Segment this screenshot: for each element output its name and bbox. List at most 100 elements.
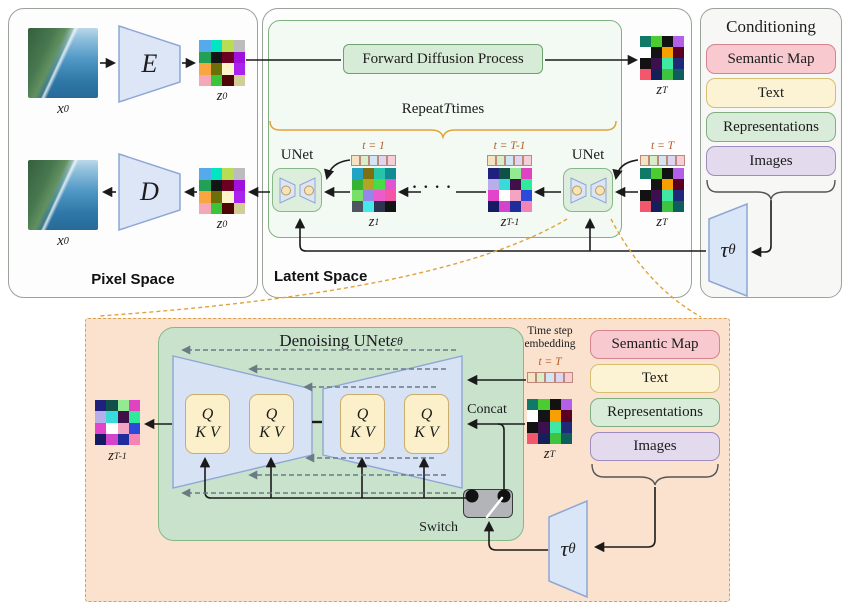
grid-cell xyxy=(538,410,550,422)
grid-cell xyxy=(233,63,245,75)
grid-cell xyxy=(374,179,385,190)
grid-cell xyxy=(385,179,396,190)
latent-grid-zT-input xyxy=(527,399,572,444)
grid-cell xyxy=(385,201,396,212)
latent-grid-z0-top xyxy=(199,40,245,86)
grid-cell xyxy=(374,201,385,212)
grid-cell xyxy=(560,421,572,433)
conditioning-text: Text xyxy=(706,78,836,108)
grid-cell xyxy=(538,421,550,433)
grid-cell xyxy=(222,74,234,86)
grid-cell xyxy=(210,179,222,191)
conditioning-representations: Representations xyxy=(706,112,836,142)
grid-cell xyxy=(527,421,539,433)
decoder-trapezoid xyxy=(118,152,181,232)
grid-cell xyxy=(538,432,550,444)
tT-label: t = T xyxy=(650,140,675,152)
grid-cell xyxy=(210,63,222,75)
grid-cell xyxy=(199,179,211,191)
grid-cell xyxy=(222,202,234,214)
tau-encoder-trapezoid-detail xyxy=(548,499,588,599)
grid-cell xyxy=(673,36,684,47)
grid-cell xyxy=(549,432,561,444)
detail-text: Text xyxy=(590,364,720,393)
grid-cell xyxy=(527,372,537,383)
grid-cell xyxy=(106,411,118,423)
grid-cell xyxy=(210,74,222,86)
grid-cell xyxy=(640,47,651,58)
grid-cell xyxy=(667,155,676,166)
latent-grid-z1 xyxy=(352,168,396,212)
grid-cell xyxy=(360,155,369,166)
unet-decoder-icon xyxy=(590,176,606,204)
grid-cell xyxy=(538,399,550,411)
grid-cell xyxy=(378,155,387,166)
time-step-label-line2: embedding xyxy=(524,337,576,350)
grid-cell xyxy=(369,155,378,166)
detail-representations: Representations xyxy=(590,398,720,427)
grid-cell xyxy=(363,190,374,201)
pixel-space-title: Pixel Space xyxy=(91,270,175,288)
grid-cell xyxy=(233,40,245,52)
conditioning-title: Conditioning xyxy=(726,17,816,36)
grid-cell xyxy=(233,191,245,203)
latent-grid-zT-top xyxy=(640,36,684,80)
grid-cell xyxy=(222,51,234,63)
t1-label: t = 1 xyxy=(362,140,385,152)
grid-cell xyxy=(352,201,363,212)
output-image xyxy=(28,160,98,230)
grid-cell xyxy=(117,411,129,423)
grid-cell xyxy=(499,179,510,190)
grid-cell xyxy=(545,372,555,383)
grid-cell xyxy=(560,432,572,444)
latent-grid-zT-mid xyxy=(640,168,684,212)
grid-cell xyxy=(662,36,673,47)
unet-decoder-icon xyxy=(299,176,315,204)
tT-embed-label: t = T xyxy=(538,356,562,368)
grid-cell xyxy=(662,69,673,80)
grid-cell xyxy=(662,179,673,190)
time-step-label-line1: Time step xyxy=(527,324,573,337)
forward-diffusion-box: Forward Diffusion Process xyxy=(343,44,543,74)
concat-label: Concat xyxy=(467,402,507,417)
grid-cell xyxy=(210,202,222,214)
grid-cell xyxy=(499,190,510,201)
grid-cell xyxy=(676,155,685,166)
switch-label: Switch xyxy=(419,520,458,535)
input-image xyxy=(28,28,98,98)
unet-encoder-icon xyxy=(570,176,586,204)
grid-cell xyxy=(510,201,521,212)
grid-cell xyxy=(651,190,662,201)
grid-cell xyxy=(374,168,385,179)
grid-cell xyxy=(210,191,222,203)
grid-cell xyxy=(352,168,363,179)
grid-cell xyxy=(662,58,673,69)
grid-cell xyxy=(651,58,662,69)
detail-images: Images xyxy=(590,432,720,461)
unet-encoder-icon xyxy=(279,176,295,204)
grid-cell xyxy=(560,410,572,422)
grid-cell xyxy=(106,400,118,412)
grid-cell xyxy=(363,168,374,179)
grid-cell xyxy=(233,168,245,180)
latent-space-title: Latent Space xyxy=(274,268,368,285)
ellipsis-dots: · · · · xyxy=(411,179,453,196)
grid-cell xyxy=(233,74,245,86)
grid-cell xyxy=(233,179,245,191)
grid-cell xyxy=(199,63,211,75)
grid-cell xyxy=(385,168,396,179)
grid-cell xyxy=(363,201,374,212)
grid-cell xyxy=(199,202,211,214)
grid-cell xyxy=(673,47,684,58)
unet-left-label: UNet xyxy=(280,147,314,163)
grid-cell xyxy=(95,422,107,434)
grid-cell xyxy=(210,40,222,52)
grid-cell xyxy=(106,422,118,434)
time-strip-tT1 xyxy=(487,155,532,166)
